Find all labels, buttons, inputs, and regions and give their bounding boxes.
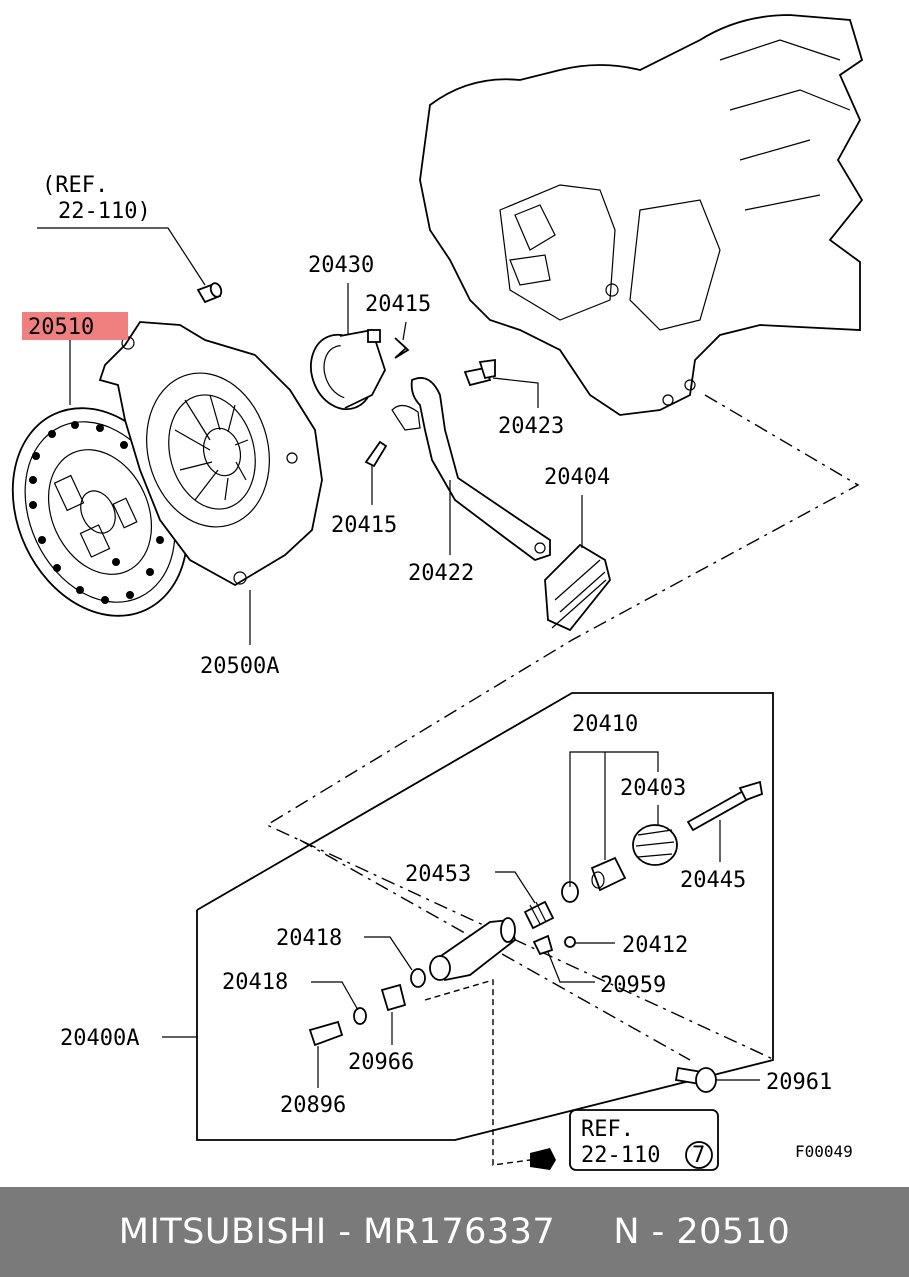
slave-cylinder-group-box [196,692,774,1141]
ref-circle-number: 7 [692,1143,705,1168]
push-rod [686,780,764,832]
ref-circle [685,1141,713,1169]
label-20500A[interactable]: 20500A [200,654,279,679]
spring [523,900,555,930]
label-20445[interactable]: 20445 [680,868,746,893]
leader-lines [37,227,760,1088]
ref-line-hose [424,979,531,1166]
label-20959[interactable]: 20959 [600,973,666,998]
release-fork [391,377,551,562]
figure-code: F00049 [795,1142,853,1161]
bolt-20896 [308,1020,344,1047]
ref-bottom-line2: 22-110 [581,1143,660,1168]
label-20422[interactable]: 20422 [408,561,474,586]
label-20412[interactable]: 20412 [622,933,688,958]
cylinder-boot [632,824,678,866]
label-20896[interactable]: 20896 [280,1093,346,1118]
ref-top-line1: (REF. [42,173,108,198]
bleeder-screw [532,934,554,956]
label-20410[interactable]: 20410 [572,712,638,737]
transmission-housing [419,14,864,416]
ref-bottom-line1: REF. [581,1117,634,1142]
release-boot [544,543,611,632]
ref-bottom-box [569,1109,719,1171]
ref-top-line2: 22-110) [58,199,151,224]
label-20418-lower[interactable]: 20418 [222,970,288,995]
fulcrum-bolt [463,358,496,387]
gasket-upper [410,968,426,988]
bleeder-cap [564,936,576,948]
release-bearing [310,328,386,411]
highlight-box [22,312,128,340]
label-20415-upper[interactable]: 20415 [365,292,431,317]
bolt-20961 [674,1066,717,1093]
clutch-parts-diagram: (REF. 22-110) 20510 20430 20415 20423 20… [11,14,864,1171]
label-20961[interactable]: 20961 [766,1070,832,1095]
ref-line-housing [265,394,860,1061]
label-20415-lower[interactable]: 20415 [331,513,397,538]
slave-cylinder-body [429,917,517,982]
label-20430[interactable]: 20430 [308,253,374,278]
label-20453[interactable]: 20453 [405,862,471,887]
label-20510[interactable]: 20510 [28,315,94,340]
label-20418-upper[interactable]: 20418 [276,926,342,951]
dowel-pin [196,282,223,304]
clutch-cover [98,321,323,587]
label-20400A[interactable]: 20400A [60,1026,139,1051]
label-20423[interactable]: 20423 [498,414,564,439]
piston [590,856,627,892]
gasket-lower [353,1007,367,1025]
footer-bar: MITSUBISHI - MR176337 N - 20510 [0,1187,909,1277]
union-bolt [380,983,407,1012]
ref-arrow [530,1148,556,1170]
clip-upper [394,337,410,359]
label-20404[interactable]: 20404 [544,465,610,490]
label-20966[interactable]: 20966 [348,1050,414,1075]
label-20403[interactable]: 20403 [620,776,686,801]
clip-lower [364,440,388,468]
footer-title: MITSUBISHI - MR176337 N - 20510 [118,1212,791,1252]
